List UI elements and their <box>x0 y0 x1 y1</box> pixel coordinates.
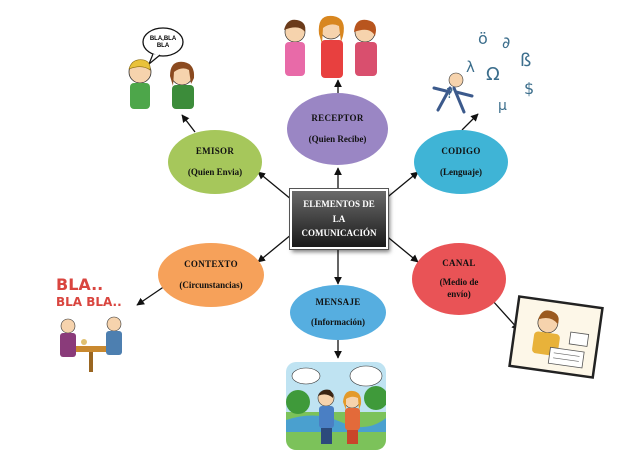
emisor-illustration: BLA,BLA BLA <box>128 27 195 109</box>
svg-text:∂: ∂ <box>502 33 510 52</box>
node-contexto: CONTEXTO (Circunstancias) <box>158 243 264 307</box>
mensaje-subtitle: (Información) <box>311 316 365 327</box>
arrow-to-canal <box>383 233 419 263</box>
node-codigo: CODIGO (Lenguaje) <box>414 130 508 194</box>
arrow-to-codigo <box>383 171 419 201</box>
node-emisor: EMISOR (Quien Envia) <box>168 130 262 194</box>
receptor-illustration <box>284 15 377 78</box>
arrow-to-emisor <box>257 171 293 201</box>
node-mensaje: MENSAJE (Información) <box>290 285 386 340</box>
svg-text:λ: λ <box>466 58 475 76</box>
speech-bubble-icon <box>142 27 184 57</box>
svg-text:$: $ <box>524 79 534 98</box>
mensaje-illustration <box>286 362 386 450</box>
codigo-subtitle: (Lenguaje) <box>440 167 482 177</box>
canal-illustration <box>508 295 604 379</box>
contexto-illustration: BLA.. BLA BLA.. <box>56 275 122 372</box>
node-receptor: RECEPTOR (Quien Recibe) <box>287 93 388 165</box>
canal-subtitle: (Medio de envío) <box>439 277 479 299</box>
svg-text:ö: ö <box>478 29 488 48</box>
contexto-bla-text: BLA.. <box>56 275 103 294</box>
svg-text:µ: µ <box>498 98 507 114</box>
contexto-title: CONTEXTO <box>184 258 238 269</box>
receptor-title: RECEPTOR <box>311 112 364 123</box>
emisor-bubble-text: BLA,BLA <box>150 36 177 42</box>
canal-title: CANAL <box>442 258 476 269</box>
mensaje-title: MENSAJE <box>315 297 361 308</box>
arrow-contexto-image <box>136 285 166 306</box>
svg-text:ß: ß <box>520 50 531 71</box>
center-box: ELEMENTOS DE LA COMUNICACIÓN <box>290 189 388 249</box>
svg-text:Ω: Ω <box>486 64 500 85</box>
receptor-subtitle: (Quien Recibe) <box>308 134 367 144</box>
arrow-emisor-image <box>181 114 196 133</box>
svg-text:BLA BLA..: BLA BLA.. <box>56 295 122 309</box>
emisor-subtitle: (Quien Envia) <box>187 167 243 177</box>
arrow-to-contexto <box>257 233 293 263</box>
node-canal: CANAL (Medio de envío) <box>412 243 506 315</box>
emisor-title: EMISOR <box>195 145 235 156</box>
svg-text:?: ? <box>446 86 453 102</box>
codigo-illustration: ö ∂ ß λ Ω $ ? µ <box>432 29 534 114</box>
contexto-subtitle: (Circunstancias) <box>179 280 243 290</box>
svg-text:BLA: BLA <box>157 43 170 49</box>
codigo-title: CODIGO <box>441 145 481 156</box>
center-title: ELEMENTOS DE LA COMUNICACIÓN <box>301 198 377 239</box>
arrow-codigo-image <box>461 113 479 131</box>
